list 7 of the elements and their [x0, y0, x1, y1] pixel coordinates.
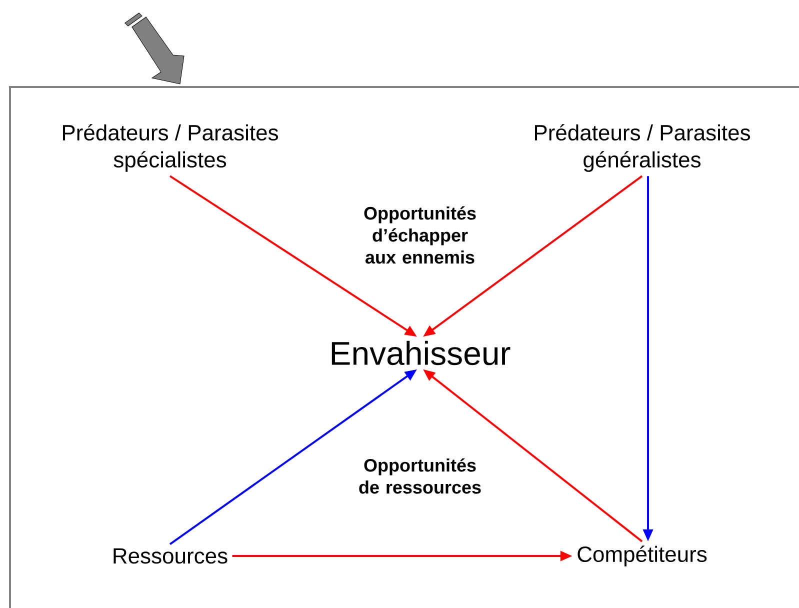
node-label: Compétiteurs: [578, 546, 707, 566]
node-label: Prédateurs / Parasites spécialistes: [62, 124, 278, 172]
node-label: Ressources: [114, 548, 228, 564]
annotation: Opportunités de ressources: [359, 458, 481, 494]
node-label: Envahisseur: [332, 340, 510, 366]
node-label: Prédateurs / Parasites généralistes: [534, 124, 750, 172]
annotation: Opportunités d’échapper aux ennemis: [364, 206, 476, 264]
